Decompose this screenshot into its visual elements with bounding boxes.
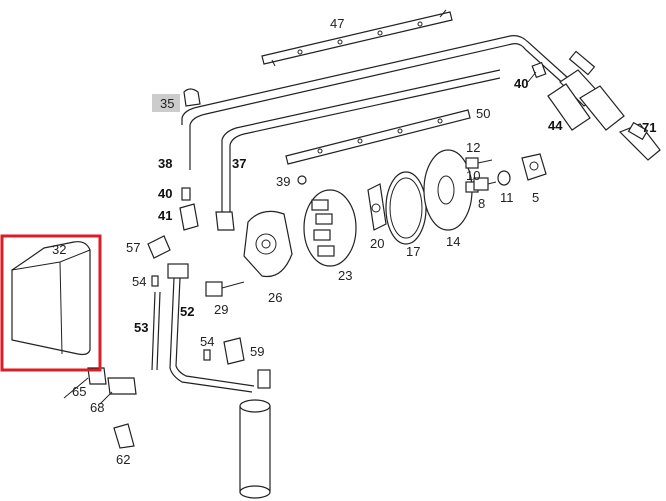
label-65: 65	[72, 384, 86, 399]
label-11: 11	[500, 190, 514, 205]
label-10: 10	[466, 168, 480, 183]
part-20-rotor	[367, 183, 387, 231]
part-5-bracket	[521, 153, 547, 181]
label-20: 20	[370, 236, 384, 251]
label-32: 32	[52, 242, 66, 257]
label-62: 62	[116, 452, 130, 467]
label-39: 39	[276, 174, 290, 189]
label-37: 37	[232, 156, 246, 171]
part-35-clip	[183, 88, 201, 107]
ignition-cable-bundle	[181, 35, 625, 230]
label-38: 38	[158, 156, 172, 171]
part-41-boot	[179, 203, 199, 231]
highlight-box	[0, 234, 102, 372]
part-68-bracket	[107, 377, 137, 395]
part-47-cover-strip	[261, 9, 453, 67]
part-32-cover	[11, 241, 91, 356]
label-59: 59	[250, 344, 264, 359]
part-71-spark-plug	[618, 121, 661, 161]
part-40-top-fitting	[531, 61, 547, 79]
part-54-pin-upper	[151, 275, 159, 287]
label-8: 8	[478, 196, 485, 211]
label-26: 26	[268, 290, 282, 305]
callout-labels: 47 35 40 44 71 50 38 37 39 40 41 12 10 8…	[52, 16, 656, 467]
label-44: 44	[548, 118, 563, 133]
label-35-bg	[152, 94, 180, 112]
label-53: 53	[134, 320, 148, 335]
part-40-small-plug	[181, 187, 191, 201]
part-37-boot	[215, 211, 235, 231]
label-52: 52	[180, 304, 194, 319]
label-40-top: 40	[514, 76, 528, 91]
part-26-distributor-body	[243, 210, 293, 278]
label-17: 17	[406, 244, 420, 259]
label-14: 14	[446, 234, 460, 249]
label-54-lower: 54	[200, 334, 214, 349]
label-57: 57	[126, 240, 140, 255]
part-23-distributor-cap	[303, 189, 357, 267]
label-5: 5	[532, 190, 539, 205]
label-41: 41	[158, 208, 172, 223]
label-23: 23	[338, 268, 352, 283]
part-17-ring	[385, 171, 427, 245]
label-47: 47	[330, 16, 344, 31]
part-39-screw	[297, 175, 307, 185]
label-54-upper: 54	[132, 274, 146, 289]
part-29-bolt	[205, 281, 245, 297]
label-71: 71	[642, 120, 656, 135]
label-35: 35	[160, 96, 174, 111]
label-40-lower: 40	[158, 186, 172, 201]
part-59-connector	[223, 337, 245, 365]
part-50-cover-strip	[285, 109, 471, 165]
part-52-cable	[167, 263, 255, 393]
part-57-connector	[147, 235, 171, 259]
part-12-bolt	[465, 157, 493, 169]
part-11-washer	[497, 170, 511, 186]
label-29: 29	[214, 302, 228, 317]
part-8-bolt	[473, 177, 497, 191]
part-54-pin-lower	[203, 349, 211, 361]
leader-lines	[63, 71, 537, 405]
label-12: 12	[466, 140, 480, 155]
part-53-cable	[151, 291, 161, 371]
part-14-disc	[423, 149, 473, 231]
label-50: 50	[476, 106, 490, 121]
part-62-clip	[113, 423, 135, 449]
ignition-coil	[239, 369, 271, 499]
